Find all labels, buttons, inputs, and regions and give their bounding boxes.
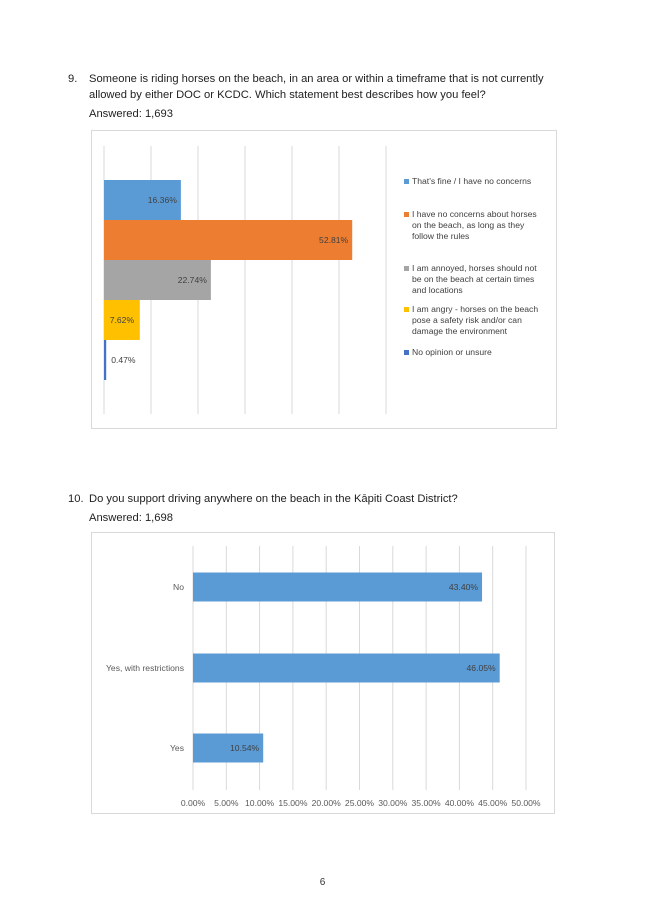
x-tick-label: 50.00% [511,798,541,808]
question-10-number: 10. [68,493,84,505]
legend-label-line: pose a safety risk and/or can [412,315,522,325]
chart-2-frame: 0.00% 5.00% 10.00%15.00% 20.00%25.00%30.00%… [91,532,555,814]
x-tick-label: 20.00% [312,798,342,808]
legend-label-line: damage the environment [412,326,508,336]
legend-label-line: follow the rules [412,231,470,241]
category-label-1: Yes, with restrictions [106,663,184,673]
legend-label-0: That's fine / I have no concerns [412,176,562,187]
legend-swatch-4 [404,350,409,355]
category-label-0: No [173,582,184,592]
x-tick-label: 10.00% [245,798,275,808]
chart-1-legend: That's fine / I have no concerns I have n… [404,176,554,376]
legend-label-line: I am angry - horses on the beach [412,304,539,314]
legend-label-4: No opinion or unsure [412,347,562,358]
bar-label-1: 46.05% [467,663,497,673]
chart-2-plot: 0.00% 5.00% 10.00%15.00% 20.00%25.00%30.00%… [106,546,541,808]
bar-2 [193,733,264,763]
bar-label-3: 7.62% [110,315,135,325]
x-tick-label: 45.00% [478,798,508,808]
chart-1-plot: 16.36% 52.81% 22.74% 7.62% 0.47% [103,146,387,414]
x-tick-label: 5.00% [214,798,239,808]
page-number: 6 [319,877,326,888]
bar-3 [104,300,140,340]
legend-label-line: I am annoyed, horses should not [412,263,537,273]
bar-label-4: 0.47% [111,355,136,365]
bar-label-1: 52.81% [319,235,349,245]
legend-label-line: That's fine / I have no concerns [412,176,532,186]
question-9-number: 9. [68,73,78,85]
x-tick-label: 35.00% [412,798,442,808]
legend-swatch-2 [404,266,409,271]
legend-label-line: on the beach, as long as they [412,220,525,230]
x-tick-label: 30.00% [378,798,408,808]
question-10-text-line-1: Do you support driving anywhere on the b… [89,493,458,505]
bar-0 [193,572,483,602]
question-9-text-line-2: allowed by either DOC or KCDC. Which sta… [89,89,486,101]
x-tick-label: 40.00% [445,798,475,808]
question-9-text-line-1: Someone is riding horses on the beach, i… [89,73,544,85]
bar-label-2: 10.54% [230,743,260,753]
legend-swatch-1 [404,212,409,217]
bar-1 [104,220,353,260]
legend-label-line: be on the beach at certain times [412,274,535,284]
legend-swatch-3 [404,307,409,312]
bar-label-2: 22.74% [178,275,208,285]
bar-1 [193,653,500,683]
legend-label-line: No opinion or unsure [412,347,492,357]
bar-4 [104,340,107,380]
category-label-2: Yes [170,743,184,753]
x-tick-label: 25.00% [345,798,375,808]
bar-label-0: 43.40% [449,582,479,592]
question-10-answered: Answered: 1,698 [89,512,173,524]
legend-label-line: and locations [412,285,463,295]
legend-label-line: I have no concerns about horses [412,209,537,219]
x-tick-label: 0.00% [181,798,206,808]
bar-label-0: 16.36% [148,195,178,205]
x-tick-label: 15.00% [278,798,308,808]
question-9-answered: Answered: 1,693 [89,108,173,120]
legend-swatch-0 [404,179,409,184]
bar-2 [104,260,211,300]
chart-1-frame: 16.36% 52.81% 22.74% 7.62% 0.47% That's fine… [91,130,557,429]
bar-0 [104,180,181,220]
